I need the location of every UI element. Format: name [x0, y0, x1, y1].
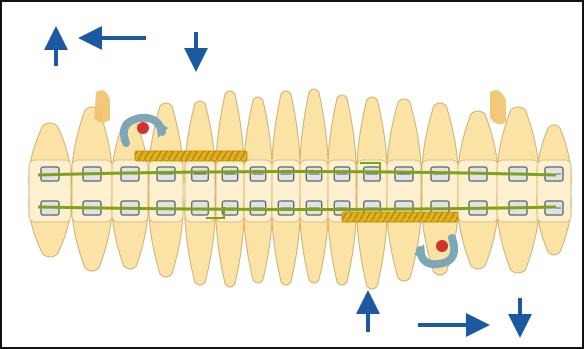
upper-left-shadow [94, 90, 110, 122]
lower-coil-spring [342, 212, 458, 222]
rotation-dot [436, 240, 448, 252]
upper-coil-spring [135, 151, 247, 161]
rotation-dot [137, 122, 149, 134]
